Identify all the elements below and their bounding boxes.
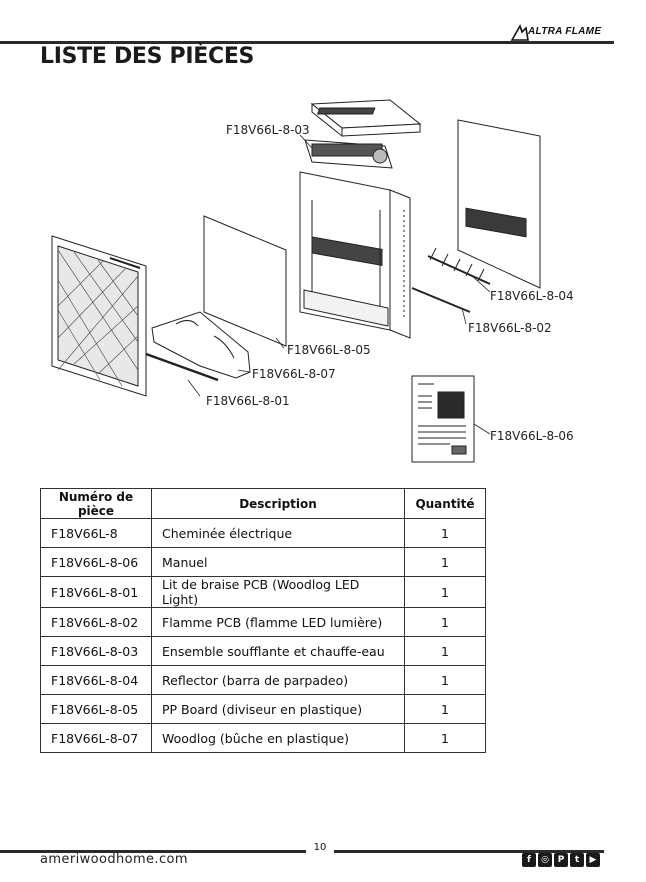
table-row: F18V66L-8-05 PP Board (diviseur en plast… [40, 694, 486, 724]
table-row: F18V66L-8-04 Reflector (barra de parpade… [40, 665, 486, 695]
youtube-icon[interactable]: ▶ [586, 853, 600, 867]
part-number-cell: F18V66L-8-02 [40, 607, 152, 637]
page-number: 10 [313, 842, 327, 853]
callout-part-05: F18V66L-8-05 [287, 343, 371, 357]
callout-part-01: F18V66L-8-01 [206, 394, 290, 408]
page-title: LISTE DES PIÈCES [40, 44, 255, 69]
callout-part-07: F18V66L-8-07 [252, 367, 336, 381]
part-number-cell: F18V66L-8 [40, 518, 152, 548]
table-row: F18V66L-8-01 Lit de braise PCB (Woodlog … [40, 576, 486, 608]
description-cell: Woodlog (bûche en plastique) [151, 723, 405, 753]
flame-pcb-part [411, 247, 491, 313]
table-row: F18V66L-8-02 Flamme PCB (flamme LED lumi… [40, 607, 486, 637]
flame-logo-icon [510, 24, 529, 41]
woodlog-part [151, 311, 251, 379]
part-number-cell: F18V66L-8-06 [40, 547, 152, 577]
header-part-number: Numéro de pièce [40, 488, 152, 519]
part-number-cell: F18V66L-8-03 [40, 636, 152, 666]
twitter-icon[interactable]: t [570, 853, 584, 867]
table-row: F18V66L-8-03 Ensemble soufflante et chau… [40, 636, 486, 666]
top-panel-part [310, 99, 422, 138]
description-cell: Ensemble soufflante et chauffe-eau [151, 636, 405, 666]
facebook-icon[interactable]: f [522, 853, 536, 867]
description-cell: Flamme PCB (flamme LED lumière) [151, 607, 405, 637]
brand-logo: ALTRA FLAME [510, 22, 606, 42]
front-frame-part [51, 235, 147, 397]
firebox-frame-part [299, 171, 411, 339]
manual-part [411, 375, 475, 463]
part-number-cell: F18V66L-8-01 [40, 576, 152, 608]
quantity-cell: 1 [404, 665, 486, 695]
pinterest-icon[interactable]: P [554, 853, 568, 867]
quantity-cell: 1 [404, 694, 486, 724]
description-cell: Reflector (barra de parpadeo) [151, 665, 405, 695]
description-cell: PP Board (diviseur en plastique) [151, 694, 405, 724]
quantity-cell: 1 [404, 576, 486, 608]
callout-part-06: F18V66L-8-06 [490, 429, 574, 443]
exploded-parts-diagram: F18V66L-8-03 F18V66L-8-04 F18V66L-8-02 F… [51, 99, 574, 463]
callout-part-03: F18V66L-8-03 [226, 123, 310, 137]
callout-part-04: F18V66L-8-04 [490, 289, 574, 303]
description-cell: Manuel [151, 547, 405, 577]
pp-board-part [203, 215, 287, 347]
social-icons: f ◎ P t ▶ [522, 853, 600, 867]
reflector-panel-part [457, 119, 541, 289]
website-link[interactable]: ameriwoodhome.com [40, 852, 188, 867]
table-header-row: Numéro de pièce Description Quantité [40, 488, 486, 519]
quantity-cell: 1 [404, 607, 486, 637]
table-row: F18V66L-8-07 Woodlog (bûche en plastique… [40, 723, 486, 753]
blower-heater-part [304, 139, 393, 169]
callout-part-02: F18V66L-8-02 [468, 321, 552, 335]
parts-table: Numéro de pièce Description Quantité F18… [40, 488, 486, 753]
quantity-cell: 1 [404, 636, 486, 666]
footer-rule-left [0, 850, 306, 853]
table-row: F18V66L-8 Cheminée électrique 1 [40, 518, 486, 548]
top-rule [0, 41, 614, 44]
ember-bed-pcb-part [145, 352, 219, 382]
brand-name: ALTRA FLAME [528, 26, 602, 37]
quantity-cell: 1 [404, 547, 486, 577]
header-quantity: Quantité [404, 488, 486, 519]
table-row: F18V66L-8-06 Manuel 1 [40, 547, 486, 577]
footer-rule-right [334, 850, 604, 853]
description-cell: Lit de braise PCB (Woodlog LED Light) [151, 576, 405, 608]
part-number-cell: F18V66L-8-04 [40, 665, 152, 695]
description-cell: Cheminée électrique [151, 518, 405, 548]
part-number-cell: F18V66L-8-05 [40, 694, 152, 724]
quantity-cell: 1 [404, 723, 486, 753]
quantity-cell: 1 [404, 518, 486, 548]
part-number-cell: F18V66L-8-07 [40, 723, 152, 753]
instagram-icon[interactable]: ◎ [538, 853, 552, 867]
header-description: Description [151, 488, 405, 519]
